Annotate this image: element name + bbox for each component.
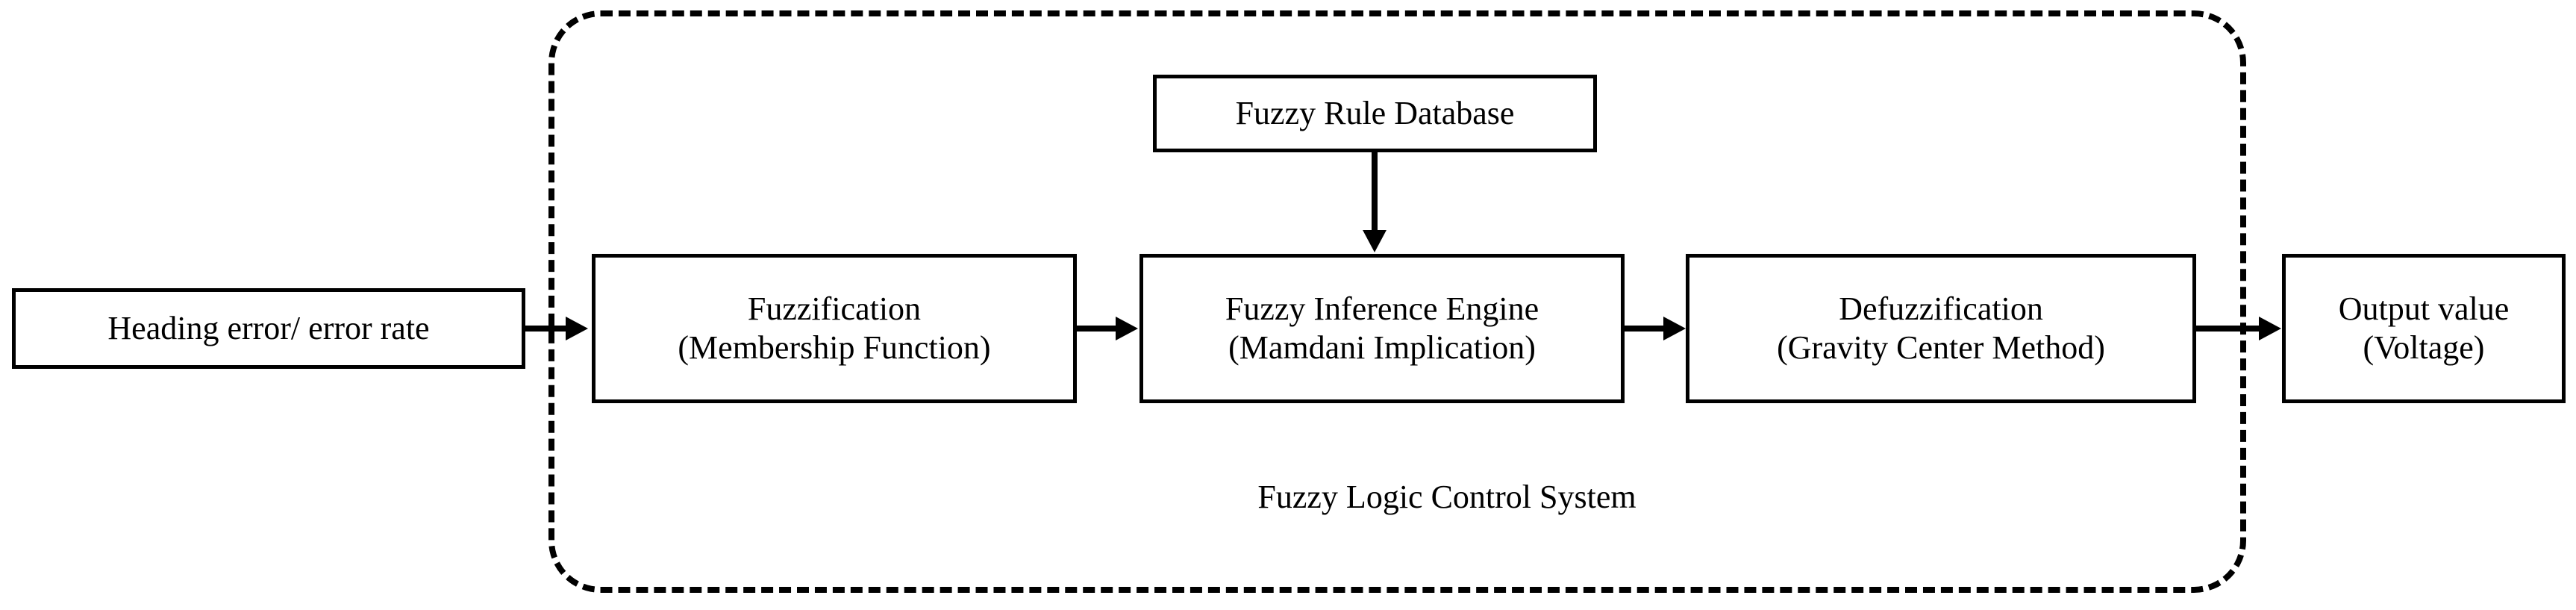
arrow-defuzzification-to-output xyxy=(2196,312,2284,345)
block-fuzzy-rule-database[interactable]: Fuzzy Rule Database xyxy=(1153,75,1597,152)
block-defuzzification[interactable]: Defuzzification (Gravity Center Method) xyxy=(1686,254,2196,403)
arrow-rule-database-to-inference xyxy=(1358,152,1391,254)
arrow-input-to-fuzzification xyxy=(525,312,590,345)
block-defuzzification-line-2: (Gravity Center Method) xyxy=(1777,329,2105,366)
block-fuzzy-rule-database-line-1: Fuzzy Rule Database xyxy=(1235,95,1515,132)
arrow-inference-to-defuzzification xyxy=(1625,312,1687,345)
arrow-fuzzification-to-inference xyxy=(1077,312,1139,345)
fuzzy-logic-control-system-boundary xyxy=(548,10,2246,593)
block-fuzzification[interactable]: Fuzzification (Membership Function) xyxy=(592,254,1077,403)
block-fuzzy-inference-engine-line-2: (Mamdani Implication) xyxy=(1228,329,1536,366)
block-heading-error-input[interactable]: Heading error/ error rate xyxy=(12,288,525,369)
block-heading-error-input-line-1: Heading error/ error rate xyxy=(107,310,430,347)
block-output-value[interactable]: Output value (Voltage) xyxy=(2282,254,2566,403)
block-fuzzification-line-1: Fuzzification xyxy=(747,290,922,328)
fuzzy-logic-control-system-label: Fuzzy Logic Control System xyxy=(1257,479,1636,515)
block-defuzzification-line-1: Defuzzification xyxy=(1839,290,2043,328)
block-output-value-line-1: Output value xyxy=(2338,290,2510,328)
block-fuzzy-inference-engine-line-1: Fuzzy Inference Engine xyxy=(1225,290,1539,328)
block-fuzzy-inference-engine[interactable]: Fuzzy Inference Engine (Mamdani Implicat… xyxy=(1139,254,1625,403)
block-output-value-line-2: (Voltage) xyxy=(2363,329,2485,366)
block-fuzzification-line-2: (Membership Function) xyxy=(678,329,991,366)
